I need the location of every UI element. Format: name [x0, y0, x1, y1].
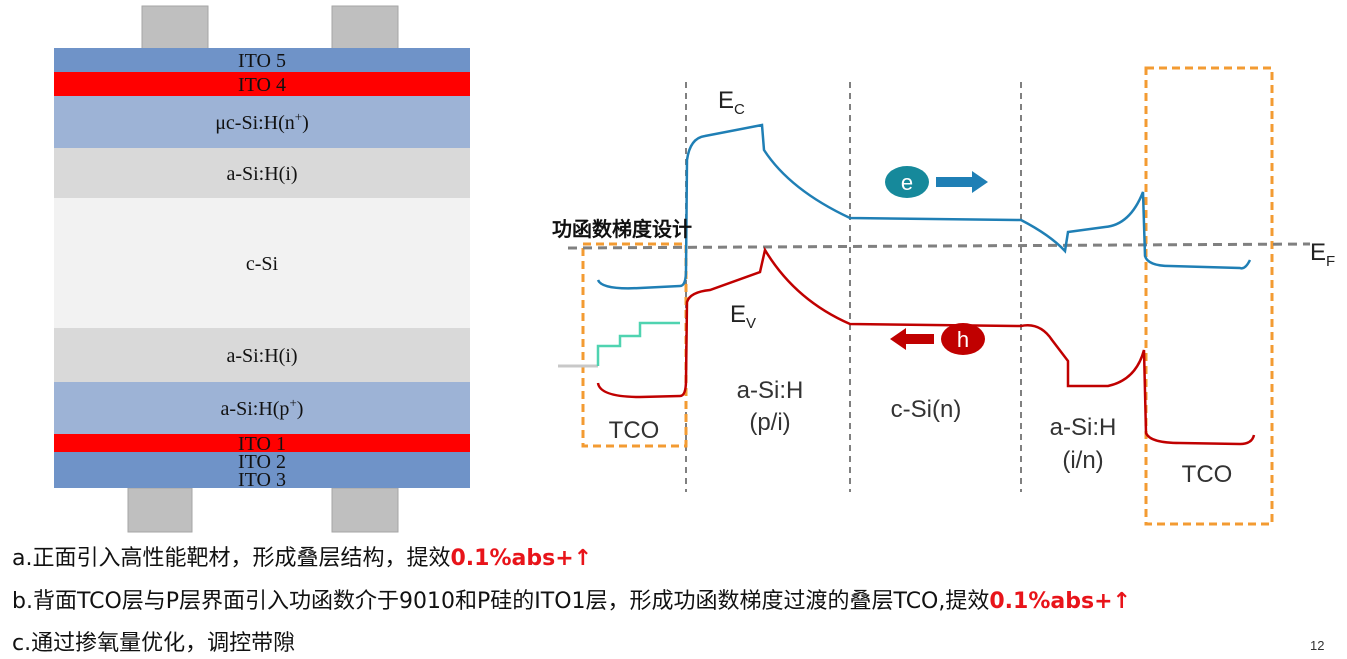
- layer-label-0: ITO 5: [238, 50, 286, 72]
- layer-label-5: a-Si:H(i): [226, 345, 297, 367]
- hole-arrow: [890, 328, 934, 350]
- region-asi-pi-line1: a-Si:H: [737, 377, 804, 404]
- region-asi-pi-line2: (p/i): [749, 409, 790, 436]
- bullet-a-text: a.正面引入高性能靶材，形成叠层结构，提效: [12, 546, 451, 571]
- bullet-b-highlight: 0.1%abs+↑: [989, 589, 1131, 614]
- layer-label-4: c-Si: [246, 253, 279, 275]
- layer-7: [54, 434, 470, 452]
- region-tco-right: TCO: [1182, 461, 1233, 488]
- layer-8: [54, 452, 470, 470]
- workfunction-label: 功函数梯度设计: [552, 217, 692, 241]
- layer-label-2: μc-Si:H(n+): [215, 109, 309, 134]
- layer-4: [54, 198, 470, 328]
- top-contact-right: [331, 5, 399, 51]
- top-contact-left: [141, 5, 209, 51]
- tco-left-box: [581, 242, 688, 448]
- region-asi-in-line2: (i/n): [1062, 447, 1103, 474]
- bullet-a-highlight: 0.1%abs+↑: [450, 546, 593, 571]
- layer-6: [54, 382, 470, 434]
- fermi-level-line: [567, 242, 1311, 250]
- electron-bubble: [885, 166, 929, 198]
- ef-label: EF: [1310, 239, 1335, 270]
- bullet-b-text: b.背面TCO层与P层界面引入功函数介于9010和P硅的ITO1层，形成功函数梯…: [12, 589, 990, 614]
- layer-label-8: ITO 2: [238, 451, 286, 473]
- ec-label: EC: [718, 87, 745, 118]
- bottom-contact-left: [127, 487, 193, 533]
- tco-right-box: [1144, 66, 1274, 526]
- bullet-c: c.通过掺氧量优化，调控带隙: [12, 625, 295, 657]
- layer-label-1: ITO 4: [238, 74, 286, 96]
- work-function-staircase-steps: [596, 321, 680, 366]
- bullet-b: b.背面TCO层与P层界面引入功函数介于9010和P硅的ITO1层，形成功函数梯…: [12, 583, 1131, 615]
- layer-2: [54, 96, 470, 148]
- layer-label-7: ITO 1: [238, 433, 286, 455]
- valence-band-curve: [596, 246, 1256, 446]
- electron-label: e: [901, 170, 913, 195]
- band-diagram: EC EV EF 功函数梯度设计 e h TCO a-Si:H (p/i) c-…: [552, 66, 1335, 526]
- layer-0: [54, 48, 470, 72]
- layer-label-6: a-Si:H(p+): [221, 395, 304, 420]
- layer-1: [54, 72, 470, 96]
- region-csi: c-Si(n): [891, 396, 962, 423]
- layer-5: [54, 328, 470, 382]
- conduction-band-curve: [596, 123, 1252, 290]
- page-number: 12: [1310, 638, 1325, 653]
- region-asi-in-line1: a-Si:H: [1050, 414, 1117, 441]
- electron-arrow: [936, 171, 988, 193]
- bullet-a: a.正面引入高性能靶材，形成叠层结构，提效0.1%abs+↑: [12, 540, 592, 572]
- bullet-c-text: c.通过掺氧量优化，调控带隙: [12, 631, 296, 656]
- hole-label: h: [957, 327, 969, 352]
- layer-label-3: a-Si:H(i): [226, 163, 297, 185]
- layer-label-9: ITO 3: [238, 469, 286, 491]
- layer-3: [54, 148, 470, 198]
- layer-9: [54, 470, 470, 488]
- ev-label: EV: [730, 301, 756, 332]
- bottom-contact-right: [331, 487, 399, 533]
- region-tco-left: TCO: [609, 417, 660, 444]
- hole-bubble: [941, 323, 985, 355]
